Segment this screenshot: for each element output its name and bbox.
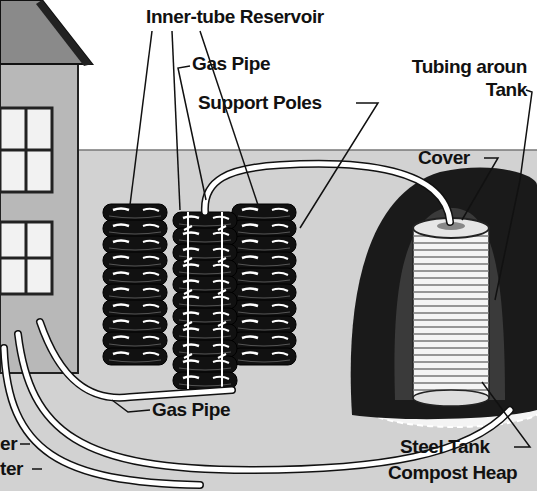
leader-lines [20,31,532,469]
part-label: Gas Pipe [152,398,252,421]
part-label: er [0,432,30,455]
part-label: Support Poles [198,91,358,114]
part-label: Cover [418,146,488,169]
part-label: ter [0,457,40,480]
steel-tank [413,218,489,406]
tire-stack-right [232,204,296,365]
part-label: Gas Pipe [192,52,292,75]
house [0,0,92,373]
support-poles [184,212,226,390]
part-label: Compost Heap [388,461,537,484]
ground [0,150,537,491]
part-label: Inner-tube Reservoir [146,5,376,28]
part-label: Steel Tank [400,435,520,458]
tire-stack-middle [173,212,237,389]
part-label: Tubing aroun Tank [403,55,527,101]
tire-stack-left [103,204,167,365]
